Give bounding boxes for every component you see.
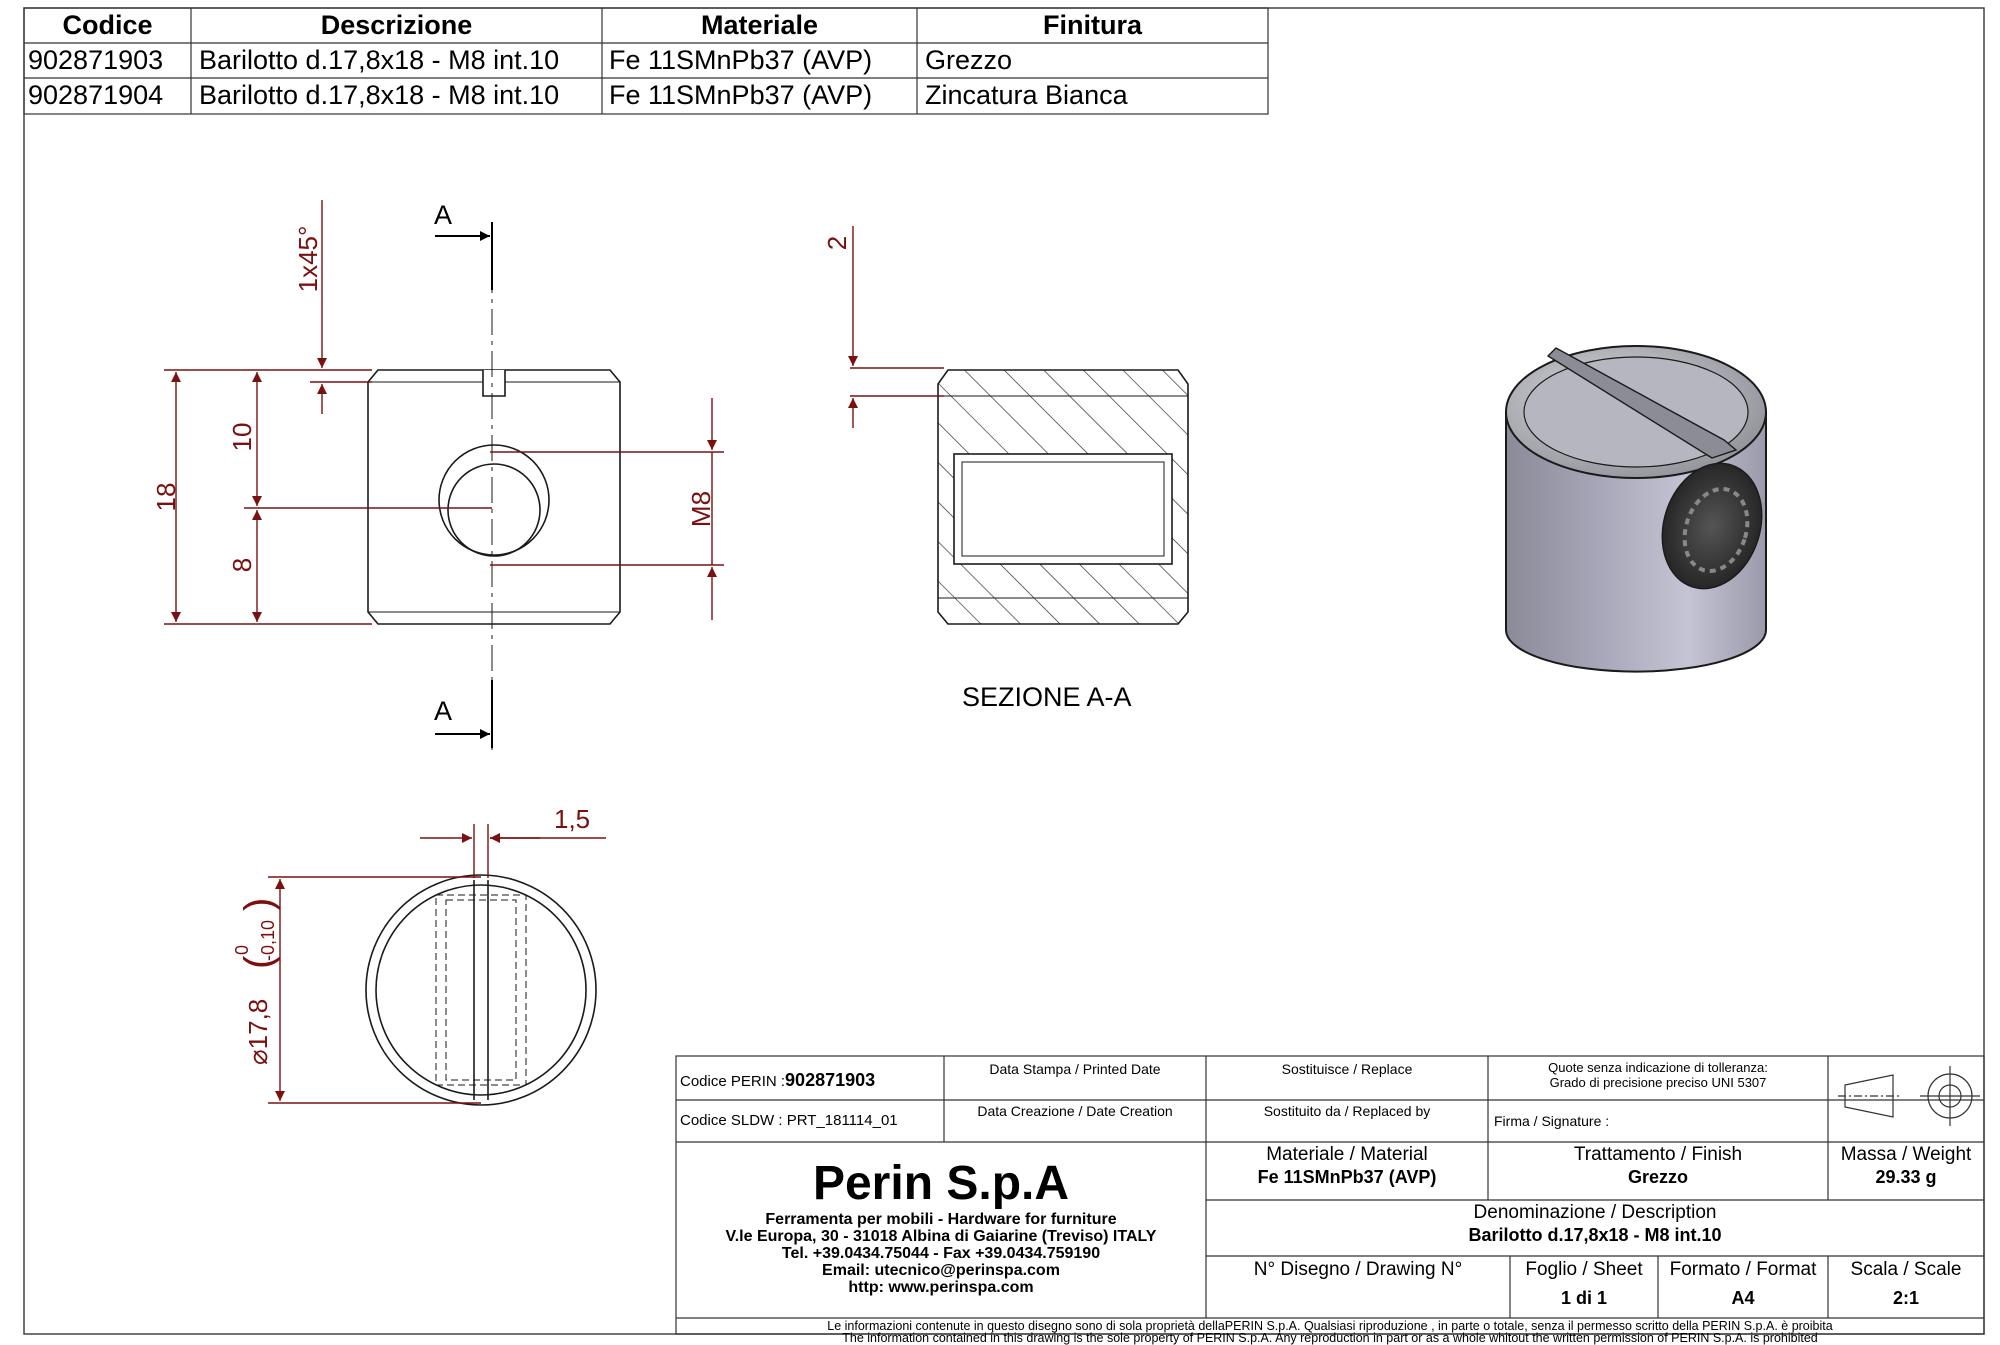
header-codice: Codice [62, 10, 153, 40]
top-view [365, 874, 597, 1106]
codice-perin-label: Codice PERIN : [680, 1073, 786, 1090]
company-line1: Ferramenta per mobili - Hardware for fur… [765, 1211, 1117, 1228]
replaced-by-label: Sostituito da / Replaced by [1263, 1103, 1431, 1119]
weight-value: 29.33 g [1875, 1167, 1937, 1187]
table-row: Zincatura Bianca [925, 80, 1128, 110]
sheet-label: Foglio / Sheet [1525, 1259, 1643, 1280]
table-row: Fe 11SMnPb37 (AVP) [609, 80, 873, 110]
dim-thread: M8 [686, 490, 716, 528]
format-label: Formato / Format [1669, 1259, 1817, 1280]
dim-diameter-group: ⌀17,8 ( 0 -0,10 ) [229, 898, 289, 1065]
company-line2: V.le Europa, 30 - 31018 Albina di Gaiari… [725, 1228, 1157, 1245]
tol-paren-close: ) [237, 897, 281, 911]
sheet-value: 1 di 1 [1560, 1288, 1608, 1308]
tolerance-line1: Quote senza indicazione di tolleranza: [1548, 1060, 1768, 1075]
printed-date-label: Data Stampa / Printed Date [989, 1061, 1161, 1077]
title-block-grid [675, 1055, 1985, 1335]
top-view-dimensions [268, 824, 606, 1104]
codice-perin: Codice PERIN :902871903 [680, 1071, 875, 1089]
section-view-dimensions [848, 226, 944, 428]
section-mark-top: A [434, 200, 453, 230]
table-row: 902871904 [28, 80, 164, 110]
table-row: Grezzo [925, 45, 1013, 75]
section-caption: SEZIONE A-A [962, 682, 1132, 712]
finish-value: Grezzo [1627, 1167, 1688, 1187]
finish-label: Trattamento / Finish [1573, 1144, 1743, 1165]
section-view [937, 369, 1189, 625]
description-value: Barilotto d.17,8x18 - M8 int.10 [1468, 1225, 1722, 1245]
sheet-border [23, 7, 1985, 1335]
description-label: Denominazione / Description [1473, 1202, 1717, 1223]
header-descrizione: Descrizione [320, 10, 473, 40]
scale-value: 2:1 [1892, 1288, 1919, 1308]
company-line5: http: www.perinspa.com [848, 1279, 1034, 1296]
iso-render [1505, 345, 1767, 673]
table-row: Barilotto d.17,8x18 - M8 int.10 [199, 80, 560, 110]
dim-diameter: ⌀17,8 [243, 998, 273, 1065]
format-value: A4 [1731, 1288, 1755, 1308]
header-materiale: Materiale [700, 10, 819, 40]
creation-date-label: Data Creazione / Date Creation [977, 1103, 1173, 1119]
section-mark-bottom: A [434, 696, 453, 726]
disclaimer-en: The information contained in this drawin… [842, 1331, 1818, 1345]
dim-height: 18 [151, 482, 181, 512]
dim-chamfer: 1x45° [293, 225, 323, 293]
section-cut-marks [435, 222, 493, 748]
dim-lower: 8 [227, 557, 257, 573]
tol-upper: 0 [232, 944, 252, 955]
dim-top: 2 [822, 235, 852, 251]
drawing-no-label: N° Disegno / Drawing N° [1253, 1259, 1463, 1280]
weight-label: Massa / Weight [1840, 1144, 1972, 1165]
table-row: 902871903 [28, 45, 164, 75]
replace-label: Sostituisce / Replace [1281, 1061, 1413, 1077]
company-name: Perin S.p.A [812, 1157, 1070, 1210]
material-value: Fe 11SMnPb37 (AVP) [1257, 1167, 1437, 1187]
front-view-dimensions [164, 200, 724, 625]
scale-label: Scala / Scale [1850, 1259, 1962, 1280]
codice-sldw: Codice SLDW : PRT_181114_01 [680, 1112, 898, 1129]
front-view [367, 225, 621, 750]
dim-upper: 10 [227, 422, 257, 452]
codice-perin-value: 902871903 [785, 1070, 876, 1090]
tol-lower: -0,10 [258, 919, 278, 961]
header-finitura: Finitura [1043, 10, 1142, 40]
company-line3: Tel. +39.0434.75044 - Fax +39.0434.75919… [781, 1245, 1101, 1262]
projection-symbol [1838, 1066, 1980, 1126]
header-table-grid [23, 7, 1269, 115]
signature-label: Firma / Signature : [1494, 1113, 1610, 1129]
table-row: Barilotto d.17,8x18 - M8 int.10 [199, 45, 560, 75]
material-label: Materiale / Material [1266, 1144, 1428, 1165]
dim-slot: 1,5 [554, 804, 591, 834]
table-row: Fe 11SMnPb37 (AVP) [609, 45, 873, 75]
company-line4: Email: utecnico@perinspa.com [822, 1262, 1060, 1279]
disclaimer-it: Le informazioni contenute in questo dise… [827, 1319, 1833, 1333]
tolerance-line2: Grado di precisione preciso UNI 5307 [1549, 1075, 1767, 1090]
